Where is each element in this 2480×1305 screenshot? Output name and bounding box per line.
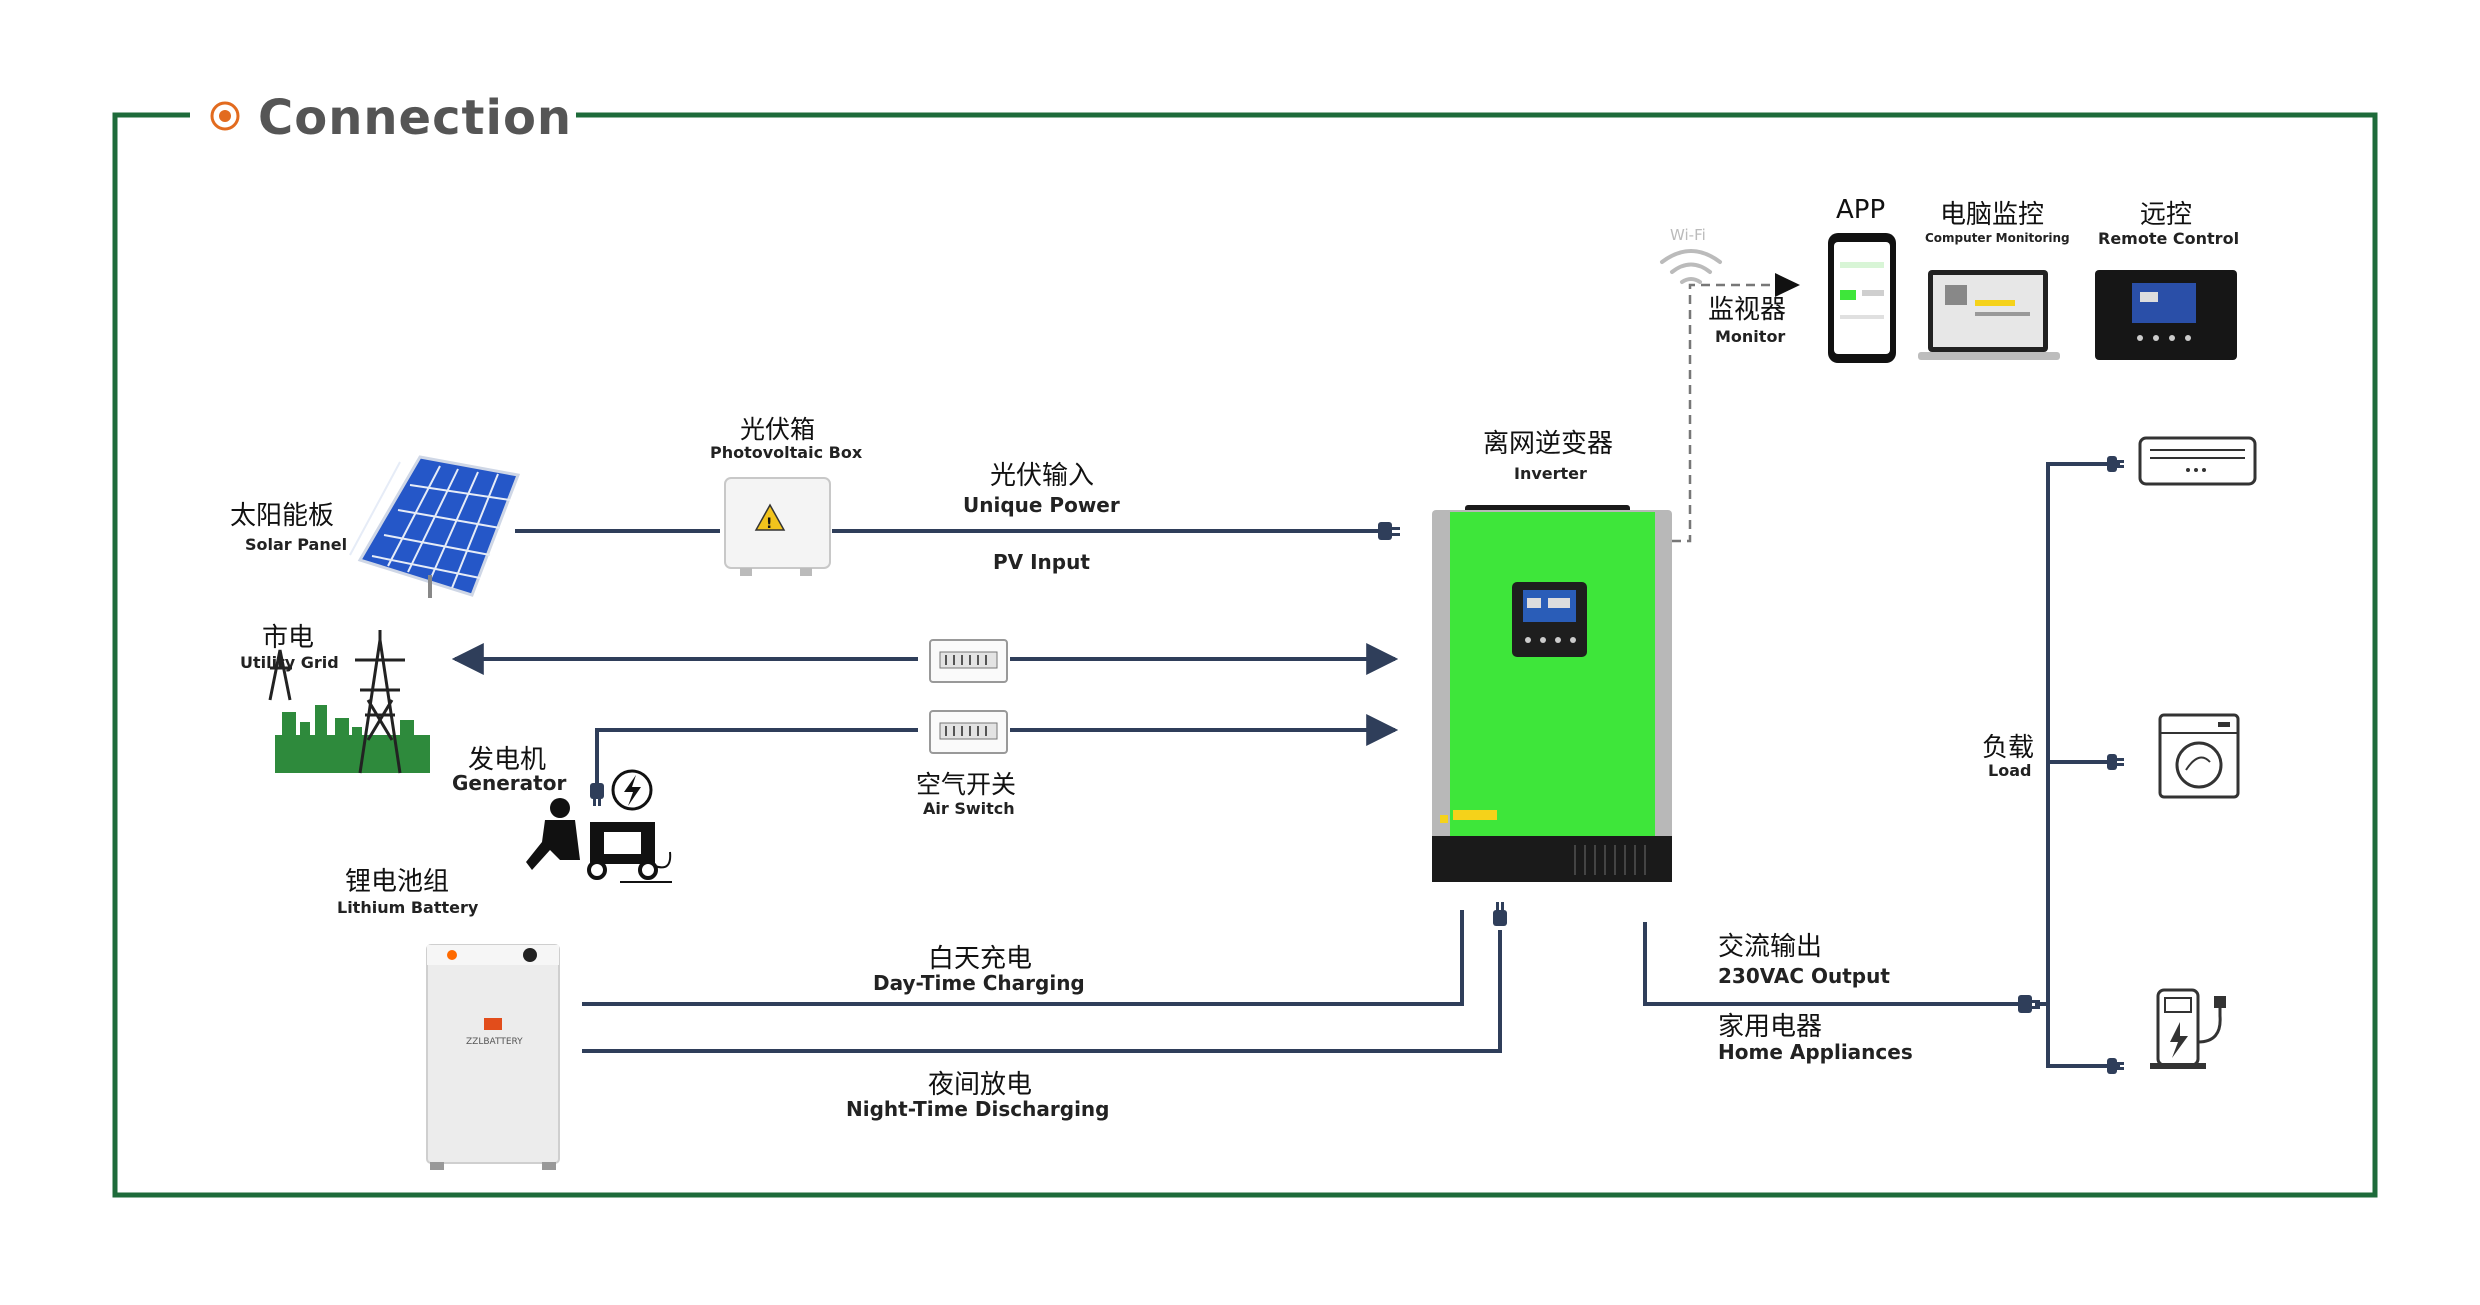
app-label: APP: [1836, 195, 1885, 225]
computer-monitoring-label-en: Computer Monitoring: [1925, 231, 2070, 245]
plug-icon-pv: [1378, 522, 1400, 540]
night-discharging-label-cn: 夜间放电: [928, 1070, 1032, 1100]
solar-panel-label-cn: 太阳能板: [230, 501, 334, 531]
wifi-link: [1672, 273, 1800, 543]
air-conditioner-icon: [2138, 436, 2257, 486]
air-switch-icon-1: [929, 639, 1008, 683]
inverter-icon: [1432, 505, 1672, 882]
solar-panel-label-en: Solar Panel: [245, 535, 347, 554]
generator-label-en: Generator: [452, 771, 566, 795]
pv-box-icon: !: [724, 477, 831, 576]
monitor-label-en: Monitor: [1715, 327, 1785, 346]
laptop-icon: [1918, 270, 2060, 360]
home-appliances-label-en: Home Appliances: [1718, 1040, 1913, 1064]
pv-input-label-en1: Unique Power: [963, 493, 1120, 517]
load-label-en: Load: [1988, 761, 2031, 780]
solar-panel-icon: [349, 455, 521, 598]
section-title: Connection: [210, 90, 572, 146]
plug-icon-load-3: [2107, 1058, 2124, 1074]
battery-brand: ZZLBATTERY: [466, 1037, 523, 1047]
battery-label-en: Lithium Battery: [337, 898, 479, 917]
air-switch-label-cn: 空气开关: [916, 770, 1016, 799]
air-switch-icon-2: [929, 710, 1008, 754]
pv-box-label-en: Photovoltaic Box: [710, 443, 863, 462]
wifi-label: Wi-Fi: [1670, 226, 1706, 244]
plug-icon-load-1: [2107, 456, 2124, 472]
ac-output-label-cn: 交流输出: [1718, 932, 1822, 962]
remote-control-icon: [2095, 270, 2237, 360]
inverter-label-cn: 离网逆变器: [1483, 429, 1613, 459]
connection-lines: [451, 462, 2120, 1068]
ac-output-label-en: 230VAC Output: [1718, 964, 1890, 988]
pv-input-label-en2: PV Input: [993, 550, 1090, 574]
plug-icon-battery: [1493, 902, 1507, 926]
generator-icon: [526, 769, 672, 883]
frame: [112, 112, 2378, 1198]
home-appliances-label-cn: 家用电器: [1718, 1012, 1822, 1042]
remote-control-label-en: Remote Control: [2098, 229, 2239, 248]
lithium-battery-icon: ZZLBATTERY: [426, 944, 560, 1170]
wifi-icon: [1660, 249, 1722, 284]
battery-label-cn: 锂电池组: [345, 867, 449, 897]
title-dot-icon: [210, 101, 240, 131]
utility-grid-label-en: Utility Grid: [240, 653, 339, 672]
computer-monitoring-label-cn: 电脑监控: [1940, 200, 2044, 230]
load-label-cn: 负载: [1982, 733, 2034, 763]
inverter-label-en: Inverter: [1514, 464, 1587, 483]
svg-text:!: !: [766, 516, 772, 532]
night-discharging-label-en: Night-Time Discharging: [846, 1097, 1109, 1121]
utility-grid-label-cn: 市电: [262, 623, 314, 653]
phone-app-icon: [1828, 233, 1896, 363]
plug-icon-generator: [590, 783, 604, 806]
pv-box-label-cn: 光伏箱: [740, 415, 815, 444]
ev-charger-icon: [2150, 988, 2226, 1069]
pv-input-label-cn: 光伏输入: [990, 461, 1094, 491]
monitor-label-cn: 监视器: [1708, 295, 1786, 325]
plug-icons: [590, 456, 2124, 1074]
remote-control-label-cn: 远控: [2140, 200, 2192, 230]
washing-machine-icon: [2158, 713, 2240, 799]
title: Connection: [258, 90, 572, 146]
day-charging-label-en: Day-Time Charging: [873, 971, 1085, 995]
plug-icon-ac-output: [2018, 995, 2040, 1013]
utility-grid-icon: [268, 630, 430, 774]
plug-icon-load-2: [2107, 754, 2124, 770]
generator-label-cn: 发电机: [468, 745, 546, 775]
day-charging-label-cn: 白天充电: [928, 944, 1032, 974]
air-switch-label-en: Air Switch: [923, 799, 1015, 818]
